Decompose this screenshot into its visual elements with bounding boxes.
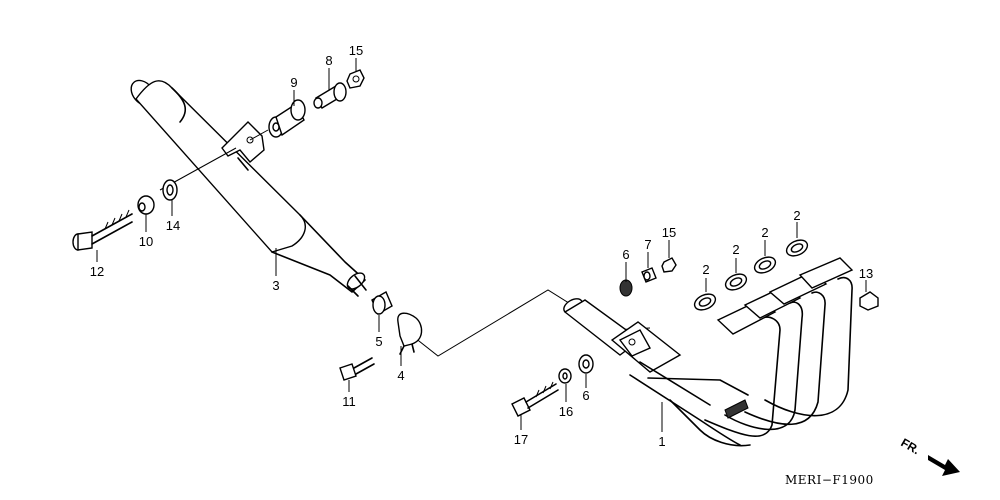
collar-10 xyxy=(137,195,155,215)
gasket-5 xyxy=(371,291,393,315)
callout-13: 13 xyxy=(859,266,873,281)
washer-14 xyxy=(162,179,178,201)
nut-13 xyxy=(859,291,879,311)
callout-2-b: 2 xyxy=(732,242,739,257)
callout-14: 14 xyxy=(166,218,180,233)
collar-8 xyxy=(313,82,347,109)
front-arrow-icon xyxy=(928,455,960,476)
rubber-6-bottom xyxy=(578,354,594,374)
exhaust-header-assembly xyxy=(563,257,854,447)
rubber-6-top xyxy=(619,279,633,297)
gasket-2-c xyxy=(753,256,777,274)
callouts: 1 2 2 2 2 3 4 5 6 6 7 8 9 10 11 12 13 14… xyxy=(90,43,873,449)
bolt-12 xyxy=(72,209,133,251)
callout-4: 4 xyxy=(397,368,404,383)
nut-15-top xyxy=(346,69,365,89)
callout-5: 5 xyxy=(375,334,382,349)
callout-3: 3 xyxy=(272,278,279,293)
callout-17: 17 xyxy=(514,432,528,447)
callout-15-a: 15 xyxy=(349,43,363,58)
callout-6-a: 6 xyxy=(622,247,629,262)
callout-6-b: 6 xyxy=(582,388,589,403)
collar-7 xyxy=(641,267,657,283)
drawing-code: MERI−F1900 xyxy=(785,473,874,487)
callout-11: 11 xyxy=(342,394,356,409)
callout-9: 9 xyxy=(290,75,297,90)
callout-2-c: 2 xyxy=(761,225,768,240)
bolt-11 xyxy=(339,357,375,381)
callout-2-a: 2 xyxy=(702,262,709,277)
front-label: FR. xyxy=(899,435,923,457)
callout-15-b: 15 xyxy=(662,225,676,240)
front-direction-indicator: FR. xyxy=(899,435,960,476)
rubber-9 xyxy=(268,99,306,138)
bolt-17 xyxy=(511,381,559,417)
gasket-2-a xyxy=(693,293,717,311)
callout-1: 1 xyxy=(658,434,665,449)
callout-8: 8 xyxy=(325,53,332,68)
callout-16: 16 xyxy=(559,404,573,419)
callout-10: 10 xyxy=(139,234,153,249)
callout-12: 12 xyxy=(90,264,104,279)
gasket-2-d xyxy=(785,239,809,257)
gasket-2-b xyxy=(724,273,748,291)
callout-2-d: 2 xyxy=(793,208,800,223)
muffler xyxy=(130,79,367,297)
nut-15-header xyxy=(661,257,677,273)
washer-16 xyxy=(558,368,572,384)
leader-lines xyxy=(96,58,867,432)
callout-7: 7 xyxy=(644,237,651,252)
band-4 xyxy=(397,312,423,355)
